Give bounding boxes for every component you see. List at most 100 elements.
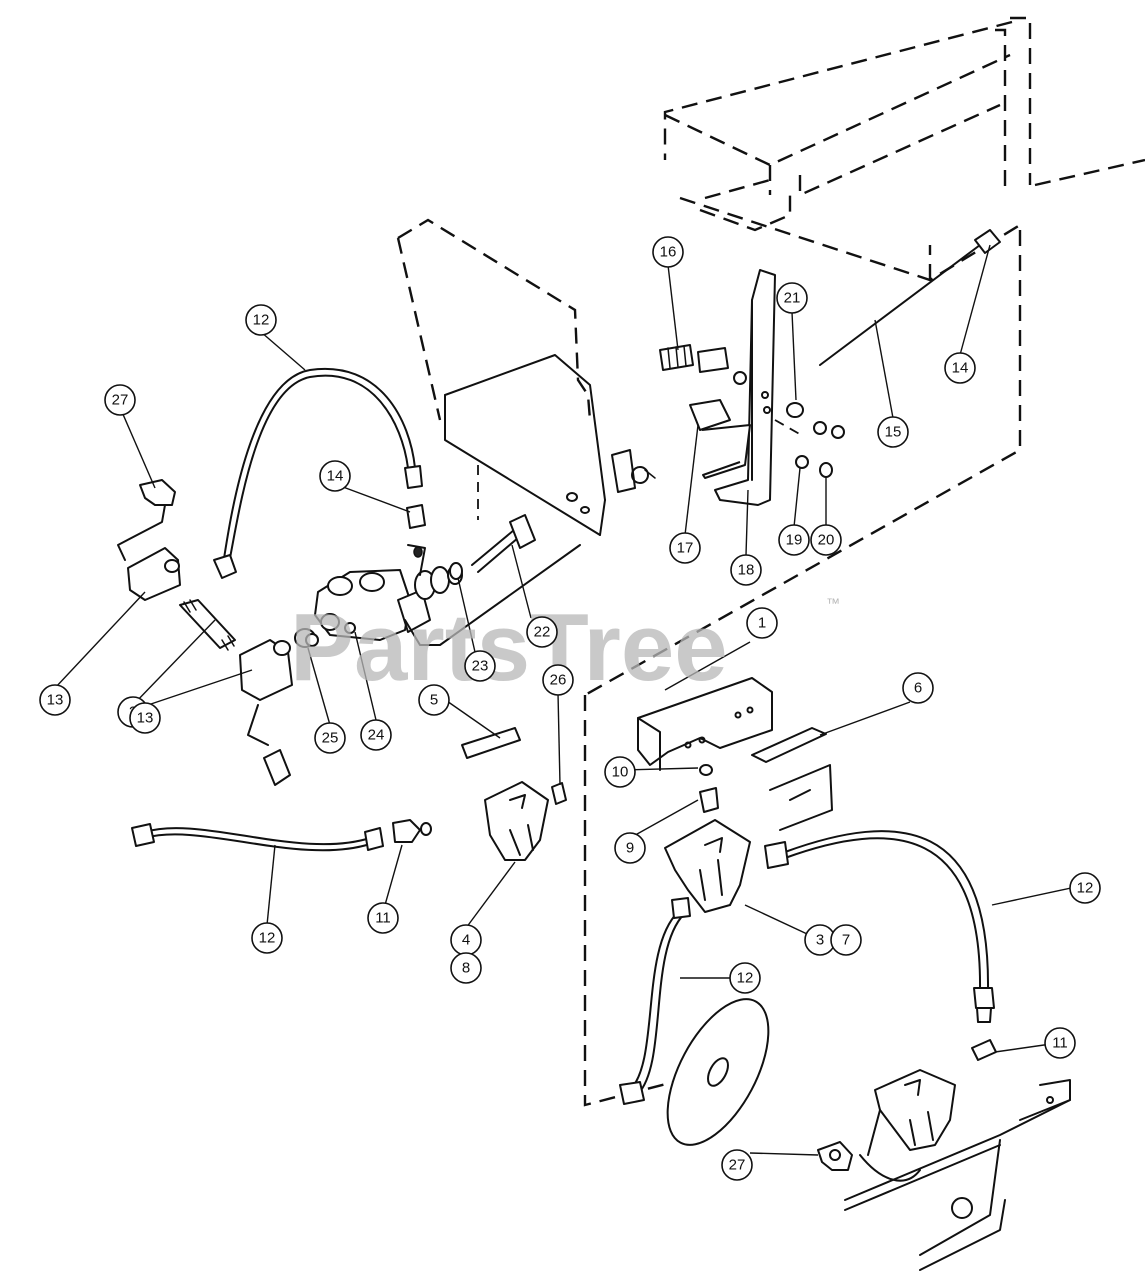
elbow-fitting-lower	[817, 1141, 853, 1171]
elbow-fitting-upper	[117, 479, 176, 561]
mounting-plate	[637, 677, 773, 771]
svg-text:8: 8	[462, 960, 470, 977]
callout-16: 16	[652, 236, 684, 268]
brake-hose-upper	[213, 367, 423, 579]
pedal-assembly	[659, 269, 845, 506]
callout-12-middle: 12	[729, 962, 761, 994]
svg-text:9: 9	[626, 840, 634, 857]
watermark: PartsTree ™	[290, 594, 840, 701]
callout-10: 10	[604, 756, 636, 788]
svg-text:13: 13	[137, 710, 154, 727]
callout-12-top: 12	[245, 304, 277, 336]
callout-24: 24	[360, 719, 392, 751]
watermark-text: PartsTree	[290, 594, 728, 701]
svg-text:14: 14	[952, 360, 969, 377]
bolt-26	[551, 782, 567, 805]
svg-text:3: 3	[816, 932, 824, 949]
pedal-support-bracket	[444, 354, 606, 536]
frame-bracket	[769, 764, 833, 831]
svg-text:6: 6	[914, 680, 922, 697]
bolt-9	[699, 787, 719, 813]
push-rod	[404, 514, 581, 646]
svg-text:13: 13	[47, 692, 64, 709]
svg-text:15: 15	[885, 424, 902, 441]
svg-text:22: 22	[534, 624, 551, 641]
dash-panel-outline	[396, 218, 592, 520]
callout-8: 8	[450, 952, 482, 984]
svg-text:19: 19	[786, 532, 803, 549]
svg-text:12: 12	[259, 930, 276, 947]
svg-text:24: 24	[368, 727, 385, 744]
callout-22: 22	[526, 616, 558, 648]
svg-text:18: 18	[738, 562, 755, 579]
tee-fitting-lower	[239, 639, 293, 701]
callout-6: 6	[902, 672, 934, 704]
callout-11-right: 11	[1044, 1027, 1076, 1059]
svg-text:23: 23	[472, 658, 489, 675]
svg-text:27: 27	[112, 392, 129, 409]
callout-18: 18	[730, 554, 762, 586]
fitting-25	[294, 628, 319, 648]
caliper-left	[484, 781, 549, 861]
leader-lines	[54, 244, 1072, 1156]
callout-23: 23	[464, 650, 496, 682]
shim-plate-6	[751, 727, 827, 763]
caliper-right	[664, 819, 751, 913]
callout-21: 21	[776, 282, 808, 314]
bushing-14-left	[406, 504, 426, 529]
svg-text:4: 4	[462, 932, 470, 949]
callout-25: 25	[314, 722, 346, 754]
svg-text:1: 1	[758, 615, 766, 632]
end-cap	[263, 749, 291, 786]
trademark-symbol: ™	[826, 595, 840, 611]
washer-23	[449, 562, 463, 580]
callout-5: 5	[418, 684, 450, 716]
callout-27-upper: 27	[104, 384, 136, 416]
shim-plate-5	[461, 727, 521, 759]
callout-27-lower: 27	[721, 1149, 753, 1181]
svg-text:21: 21	[784, 290, 801, 307]
callout-11-left: 11	[367, 902, 399, 934]
brake-disc	[666, 998, 770, 1146]
svg-text:14: 14	[327, 468, 344, 485]
brake-cable	[819, 229, 1001, 366]
line-segment	[247, 704, 269, 746]
nut-10	[699, 764, 713, 776]
svg-text:27: 27	[729, 1157, 746, 1174]
callout-12-lower-left: 12	[251, 922, 283, 954]
callout-14-right: 14	[944, 352, 976, 384]
svg-text:17: 17	[677, 540, 694, 557]
svg-text:25: 25	[322, 730, 339, 747]
callout-26: 26	[542, 664, 574, 696]
brake-hose-lower-left	[131, 819, 432, 852]
callout-1: 1	[746, 607, 778, 639]
svg-text:12: 12	[1077, 880, 1094, 897]
callout-7: 7	[830, 924, 862, 956]
callout-9: 9	[614, 832, 646, 864]
callout-12-right: 12	[1069, 872, 1101, 904]
svg-text:11: 11	[375, 910, 391, 927]
svg-text:12: 12	[253, 312, 270, 329]
callout-14-left: 14	[319, 460, 351, 492]
callout-13-lower: 13	[129, 702, 161, 734]
svg-text:10: 10	[612, 764, 629, 781]
callout-15: 15	[877, 416, 909, 448]
pipe-nipple	[179, 599, 236, 651]
callout-4: 4	[450, 924, 482, 956]
callout-19: 19	[778, 524, 810, 556]
svg-text:16: 16	[660, 244, 677, 261]
svg-text:11: 11	[1052, 1035, 1068, 1052]
callout-20: 20	[810, 524, 842, 556]
svg-text:26: 26	[550, 672, 567, 689]
brake-hose-middle	[619, 897, 691, 1105]
bracket-hardware	[611, 449, 656, 493]
svg-text:7: 7	[842, 932, 850, 949]
svg-text:12: 12	[737, 970, 754, 987]
callout-17: 17	[669, 532, 701, 564]
svg-text:5: 5	[430, 692, 438, 709]
svg-text:20: 20	[818, 532, 835, 549]
axle-housing	[844, 1039, 1071, 1271]
tee-fitting-upper	[127, 547, 181, 601]
master-cylinder	[314, 544, 463, 641]
